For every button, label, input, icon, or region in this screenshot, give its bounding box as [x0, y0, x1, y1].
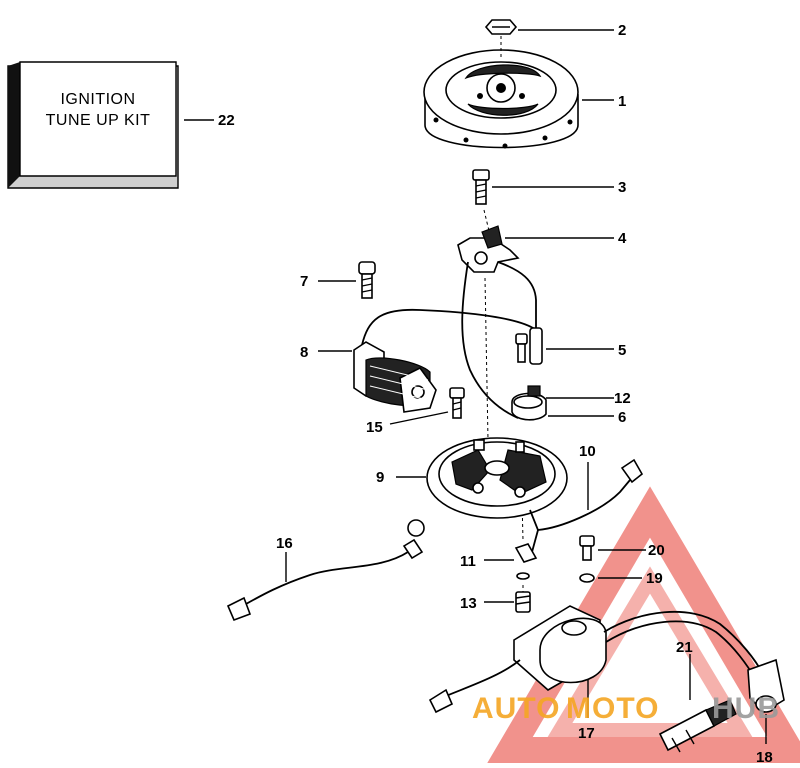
breaker-cam: 4	[457, 225, 627, 273]
ignition-coil: 8	[300, 341, 437, 413]
spark-plug-lead: 21 18	[603, 610, 785, 766]
condenser: 5	[515, 327, 626, 365]
stator-plate: 9	[376, 437, 568, 519]
label-5: 5	[618, 342, 626, 359]
watermark-moto: MOTO	[566, 692, 659, 725]
screw-13: 13	[460, 591, 531, 613]
label-6: 6	[618, 409, 626, 426]
breaker-points: 12 6	[511, 385, 631, 426]
label-19: 19	[646, 570, 663, 587]
kit-line-2: TUNE UP KIT	[46, 112, 151, 129]
label-12: 12	[614, 390, 631, 407]
stop-wire: 10	[529, 443, 644, 553]
label-8: 8	[300, 344, 308, 361]
watermark-hub: HUB	[712, 692, 780, 725]
label-20: 20	[648, 542, 665, 559]
screw-20: 20	[579, 535, 665, 561]
spark-plug	[658, 699, 737, 753]
label-11: 11	[460, 553, 476, 570]
flywheel-nut: 2	[484, 19, 626, 39]
label-4: 4	[618, 230, 627, 247]
high-tension-coil: 17	[428, 605, 607, 742]
screw-3: 3	[472, 169, 626, 205]
kit-line-1: IGNITION	[60, 91, 135, 108]
label-9: 9	[376, 469, 384, 486]
label-16: 16	[276, 535, 293, 552]
label-17: 17	[578, 725, 595, 742]
screw-7: 7	[300, 261, 376, 299]
label-1: 1	[618, 93, 626, 110]
label-13: 13	[460, 595, 477, 612]
screw-15: 15	[366, 387, 465, 436]
label-21: 21	[676, 639, 693, 656]
tune-up-kit-box: IGNITION TUNE UP KIT 22	[7, 61, 235, 189]
label-7: 7	[300, 273, 308, 290]
label-18: 18	[756, 749, 773, 766]
label-15: 15	[366, 419, 383, 436]
label-10: 10	[579, 443, 596, 460]
washer-19: 19	[579, 570, 663, 587]
ground-wire: 16	[226, 519, 425, 622]
flywheel: 1	[423, 49, 626, 149]
label-3: 3	[618, 179, 626, 196]
clip-11: 11	[460, 543, 538, 580]
watermark-auto: AUTO	[472, 692, 560, 725]
label-2: 2	[618, 22, 626, 39]
label-22: 22	[218, 112, 235, 129]
watermark-text: AUTO MOTO HUB	[472, 692, 780, 725]
